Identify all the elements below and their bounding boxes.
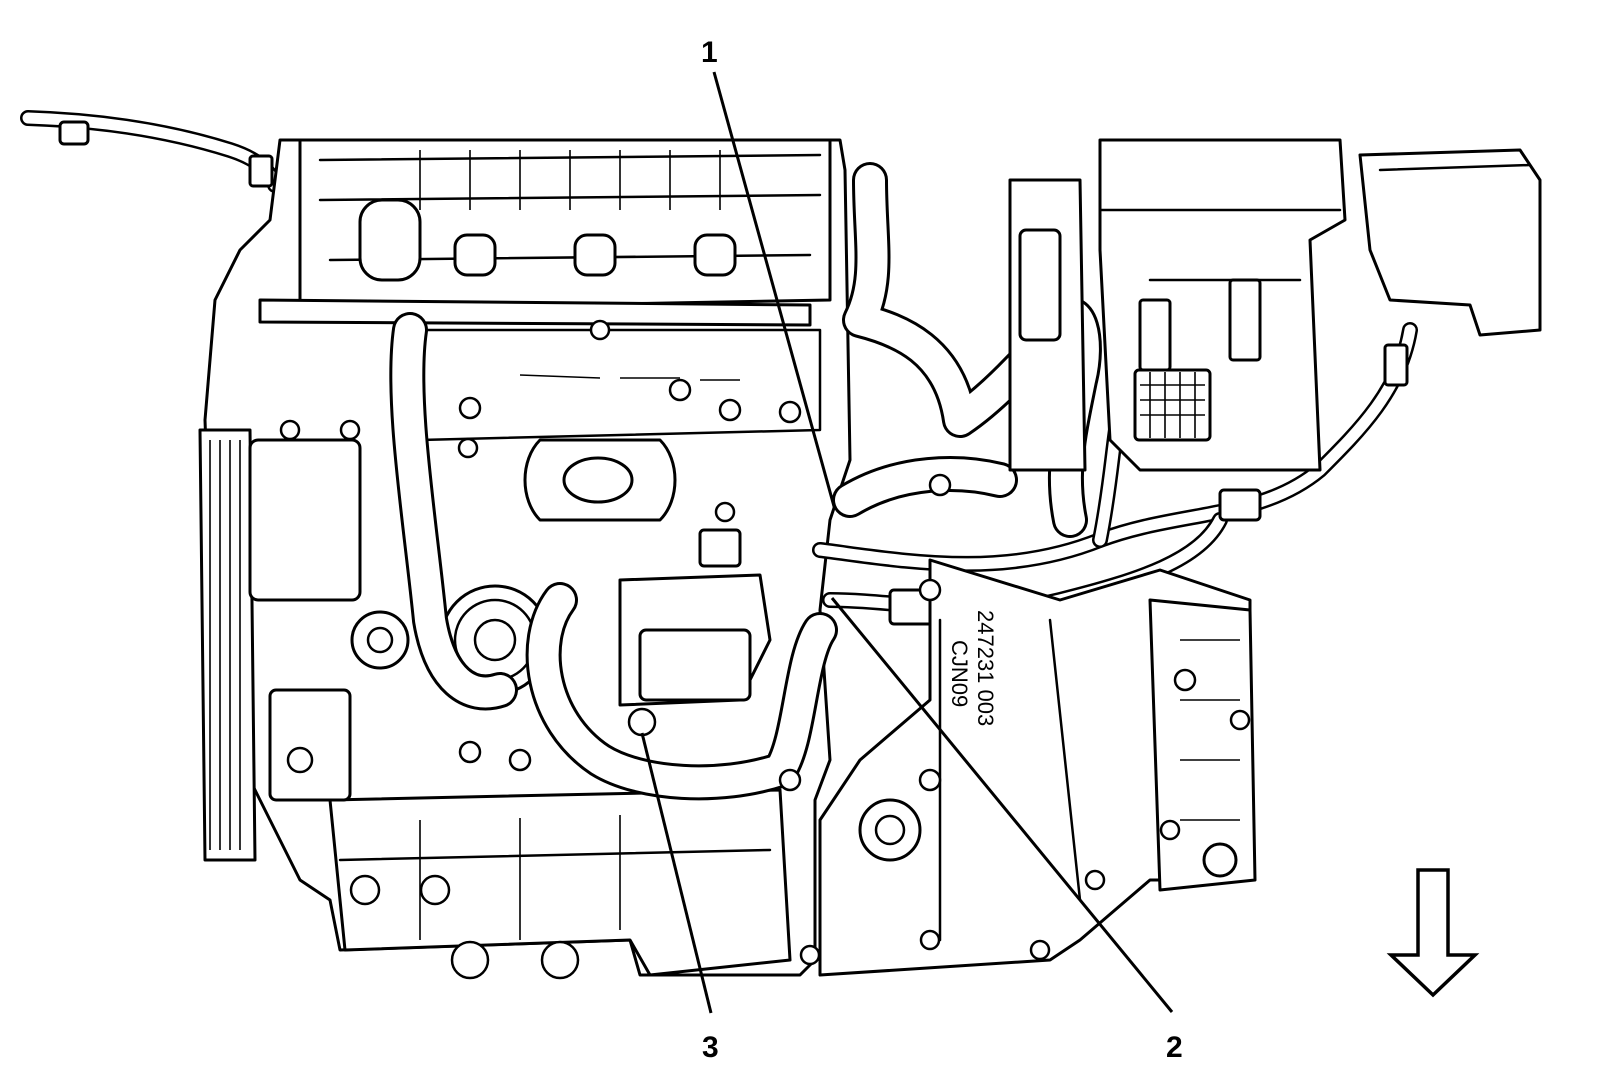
callout-1-leader	[712, 71, 837, 511]
down-arrow-icon	[1386, 868, 1480, 998]
casting-code-2: CJN09	[947, 640, 972, 707]
callout-label-2: 2	[1166, 1031, 1183, 1064]
callout-label-3: 3	[702, 1031, 719, 1064]
underhood-fuse-block	[1008, 138, 1542, 472]
transmission-housing	[818, 558, 1257, 977]
accessory-pulley	[198, 428, 362, 862]
engine-block	[203, 138, 852, 977]
casting-code-1: 247231 003	[973, 610, 998, 726]
callout-3-leader	[640, 732, 713, 1014]
callout-label-1: 1	[701, 36, 718, 69]
casting-stamp: 247231 003 CJN09	[947, 610, 998, 726]
center-bracket	[618, 501, 772, 737]
left-sensor-harness	[20, 110, 283, 193]
callout-2-leader	[830, 597, 1174, 1013]
fasteners	[279, 319, 1251, 980]
